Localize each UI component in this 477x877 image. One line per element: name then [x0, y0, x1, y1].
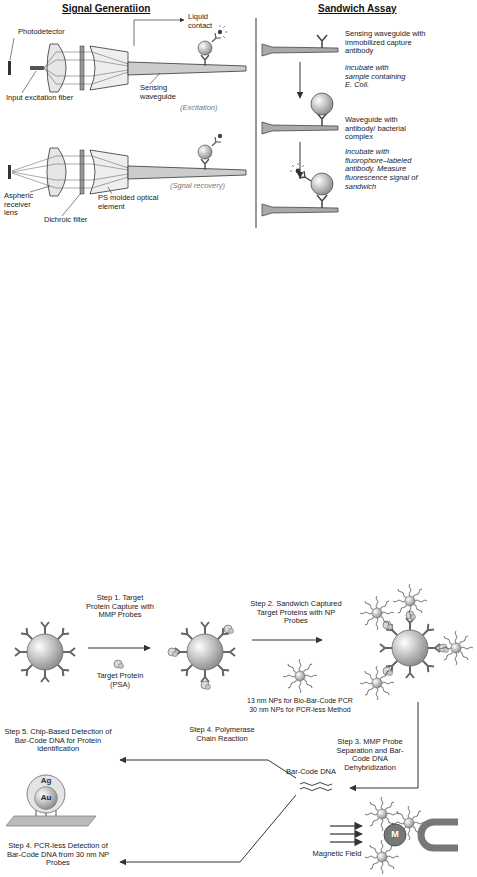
- section-heading: Sandwich Assay: [318, 3, 428, 15]
- step-label: Step 2. Sandwich Captured Target Protein…: [244, 600, 348, 626]
- part-label: Liquid contact: [188, 13, 228, 30]
- step-label: Step 4. Polymerase Chain Reaction: [185, 726, 259, 743]
- section-heading: Signal Generatiion: [62, 3, 192, 15]
- part-label: Sensing waveguide: [140, 84, 185, 101]
- particle-body: [384, 824, 406, 846]
- sandwich-assay-steps: [262, 35, 338, 216]
- mode-label: (Excitation): [180, 104, 250, 113]
- step-instruction: Incubate with fluorophore–labeled antibo…: [345, 148, 431, 191]
- gold-silver-nanoparticle: AgAu: [26, 774, 66, 814]
- step-instruction: incubate with sample containing E. Coli.: [345, 64, 407, 90]
- part-label: Photodetector: [18, 28, 88, 37]
- step-label: Step 3. MMP Probe Separation and Bar-Cod…: [328, 738, 412, 773]
- part-label: Aspheric receiver lens: [4, 192, 46, 218]
- node-text: Ag: [26, 777, 66, 785]
- part-label: PS molded optical element: [98, 194, 160, 211]
- step-label: Step 5. Chip-Based Detection of Bar-Code…: [2, 728, 114, 754]
- step-label: Sensing waveguide with immobilized captu…: [345, 30, 427, 56]
- step-label: Step 1. Target Protein Capture with MMP …: [86, 594, 154, 620]
- step-label: Waveguide with antibody/ bacterial compl…: [345, 116, 429, 142]
- part-label: Target Protein (PSA): [90, 672, 150, 689]
- magnetic-particle: M: [383, 823, 407, 847]
- excitation-optics: [8, 20, 246, 93]
- node-text: Au: [26, 794, 66, 802]
- recovery-optics: [8, 134, 246, 216]
- part-label: Dichroic filter: [44, 216, 114, 225]
- part-label: Bar-Code DNA: [276, 768, 346, 777]
- part-label: 13 nm NPs for Bio-Bar-Code PCR: [236, 697, 364, 705]
- part-label: Magnetic Field: [312, 850, 362, 859]
- part-label: Input excitation fiber: [6, 94, 76, 103]
- panel-divider: [256, 18, 257, 228]
- mode-label: (Sgnal recovery): [170, 182, 250, 191]
- silver-shell: [27, 775, 65, 813]
- node-text: M: [383, 830, 407, 839]
- step-label: Step 4. PCR-less Detection of Bar-Code D…: [2, 842, 114, 868]
- part-label: 30 nm NPs for PCR-less Method: [236, 706, 364, 714]
